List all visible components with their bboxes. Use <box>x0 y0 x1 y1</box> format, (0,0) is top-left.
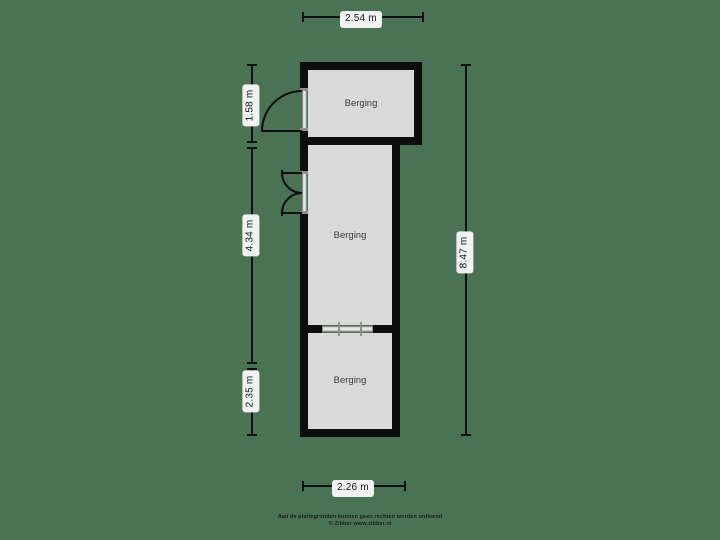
wall-top-room-west-lower <box>300 131 308 145</box>
wall-middle-room-west-lower <box>300 213 308 328</box>
opening-jamb-partition-right <box>360 322 362 336</box>
dimension-cap-left-seg2-bottom <box>247 362 257 364</box>
wall-bottom-room-east <box>392 325 400 437</box>
room-label-middle: Berging <box>333 230 367 241</box>
wall-top-room-north <box>300 62 422 70</box>
dimension-cap-right-bottom <box>461 434 471 436</box>
dimension-label-right: 8.47 m <box>456 231 474 274</box>
wall-middle-room-west-upper <box>300 145 308 172</box>
opening-jamb-partition-left <box>338 322 340 336</box>
wall-top-room-south <box>300 137 422 145</box>
room-fill-middle <box>308 145 392 325</box>
footer-disclaimer-line: Aan de plattegronden kunnen geen rechten… <box>277 514 443 520</box>
dimension-cap-bottom-left <box>302 481 304 491</box>
door-jamb-top-room-upper <box>300 88 308 91</box>
wall-top-room-east <box>414 62 422 145</box>
dimension-label-left-seg1: 1.58 m <box>242 84 260 127</box>
wall-partition-right-stub <box>373 325 400 333</box>
door-jamb-middle-room-lower <box>300 211 308 214</box>
dimension-cap-left-seg2-top <box>247 147 257 149</box>
wall-bottom-room-south <box>300 429 400 437</box>
room-fill-top <box>308 70 414 137</box>
dimension-label-top: 2.54 m <box>340 11 382 28</box>
room-label-top: Berging <box>344 98 378 109</box>
door-panel-top-room[interactable] <box>302 90 307 131</box>
dimension-cap-bottom-right <box>404 481 406 491</box>
opening-panel-partition[interactable] <box>322 326 373 332</box>
wall-top-room-west-upper <box>300 62 308 88</box>
door-jamb-middle-room-upper <box>300 171 308 174</box>
dimension-label-left-seg2: 4.34 m <box>242 214 260 257</box>
dimension-label-left-seg3: 2.35 m <box>242 370 260 413</box>
dimension-cap-left-seg1-bottom <box>247 141 257 143</box>
dimension-cap-top-left <box>302 12 304 22</box>
dimension-label-bottom: 2.26 m <box>332 480 374 497</box>
door-jamb-top-room-lower <box>300 128 308 131</box>
wall-bottom-room-west <box>300 325 308 437</box>
dimension-cap-top-right <box>422 12 424 22</box>
room-fill-bottom <box>308 333 392 429</box>
door-panel-middle-room[interactable] <box>302 173 307 213</box>
dimension-cap-left-seg3-top <box>247 368 257 370</box>
footer-copyright-line: © Zibber www.zibber.nl <box>328 521 392 527</box>
wall-partition-left-stub <box>300 325 322 333</box>
dimension-cap-right-top <box>461 64 471 66</box>
room-label-bottom: Berging <box>333 375 367 386</box>
dimension-cap-left-seg1-top <box>247 64 257 66</box>
dimension-cap-left-seg3-bottom <box>247 434 257 436</box>
wall-middle-room-east <box>392 145 400 328</box>
